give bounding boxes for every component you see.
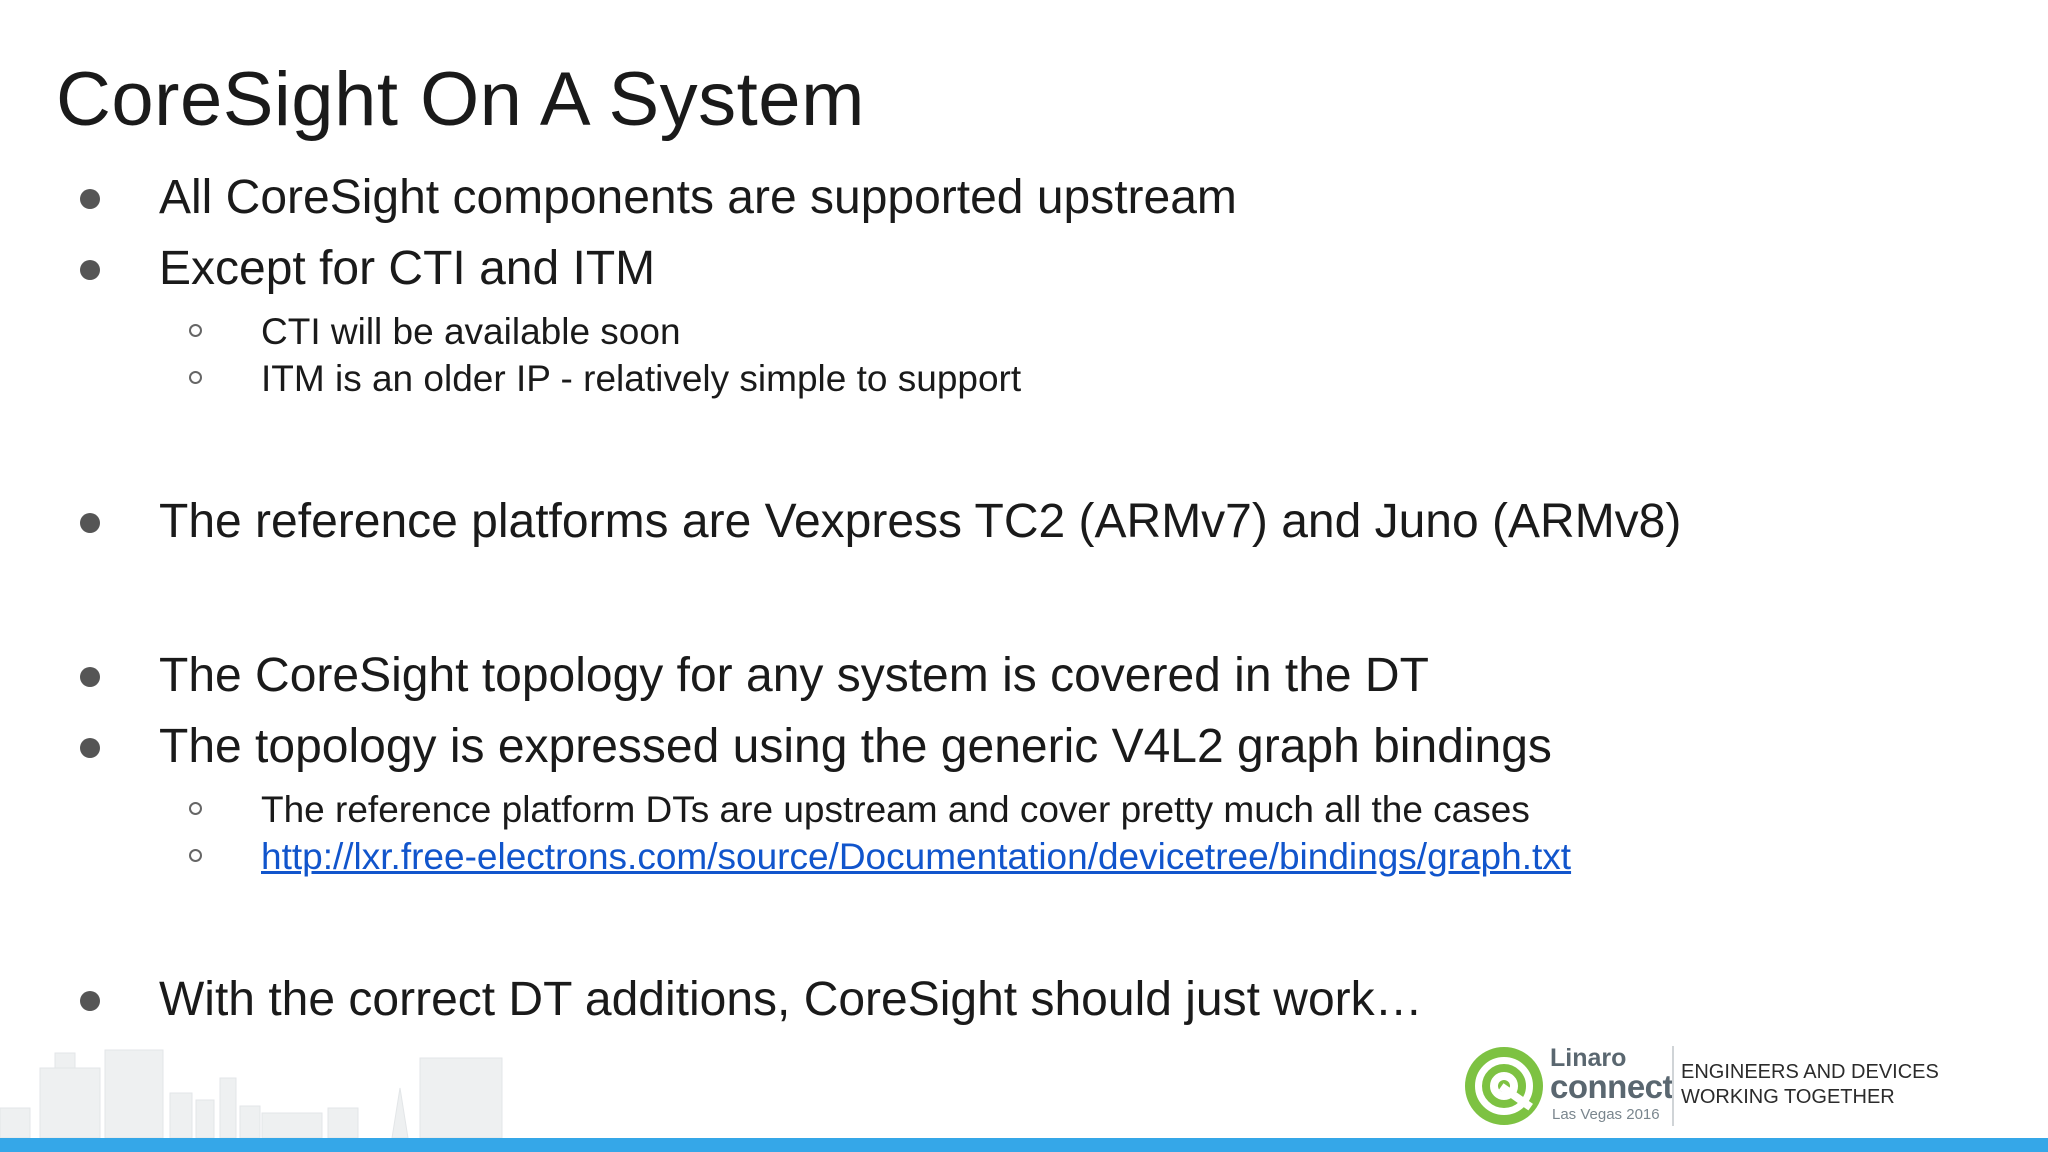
logo-event-text: Las Vegas 2016 [1552, 1106, 1660, 1123]
bullet-text: With the correct DT additions, CoreSight… [159, 973, 1423, 1026]
hollow-bullet-icon [189, 371, 202, 384]
linaro-swirl-icon [1465, 1047, 1543, 1125]
hollow-bullet-icon [189, 802, 202, 815]
logo-product-text: connect [1550, 1068, 1674, 1105]
bullet-text: Except for CTI and ITM [159, 242, 656, 295]
filled-bullet-icon [80, 513, 100, 533]
logo-brand-text: Linaro [1550, 1044, 1627, 1072]
footer-divider [1672, 1046, 1674, 1126]
skyline-illustration [0, 1049, 503, 1138]
filled-bullet-icon [80, 738, 100, 758]
sub-bullet-text: ITM is an older IP - relatively simple t… [261, 358, 1022, 399]
linaro-connect-logo: Linaro connect Las Vegas 2016 [1464, 1044, 1684, 1128]
sub-bullet-text: The reference platform DTs are upstream … [261, 789, 1530, 830]
sub-bullet-text: CTI will be available soon [261, 311, 681, 352]
filled-bullet-icon [80, 991, 100, 1011]
hollow-bullet-icon [189, 324, 202, 337]
bullet-text: The topology is expressed using the gene… [159, 720, 1552, 773]
tagline-line-2: WORKING TOGETHER [1681, 1086, 1895, 1108]
bullet-text: All CoreSight components are supported u… [159, 171, 1237, 224]
graph-bindings-link[interactable]: http://lxr.free-electrons.com/source/Doc… [261, 836, 1572, 877]
footer-tagline: ENGINEERS AND DEVICES WORKING TOGETHER [1681, 1060, 1939, 1110]
bullet-text: The reference platforms are Vexpress TC2… [159, 495, 1682, 548]
filled-bullet-icon [80, 667, 100, 687]
tagline-line-1: ENGINEERS AND DEVICES [1681, 1061, 1939, 1083]
filled-bullet-icon [80, 260, 100, 280]
filled-bullet-icon [80, 189, 100, 209]
hollow-bullet-icon [189, 849, 202, 862]
bottom-accent-bar [0, 1138, 2048, 1152]
slide-title: CoreSight On A System [56, 57, 865, 142]
bullet-text: The CoreSight topology for any system is… [159, 649, 1429, 702]
